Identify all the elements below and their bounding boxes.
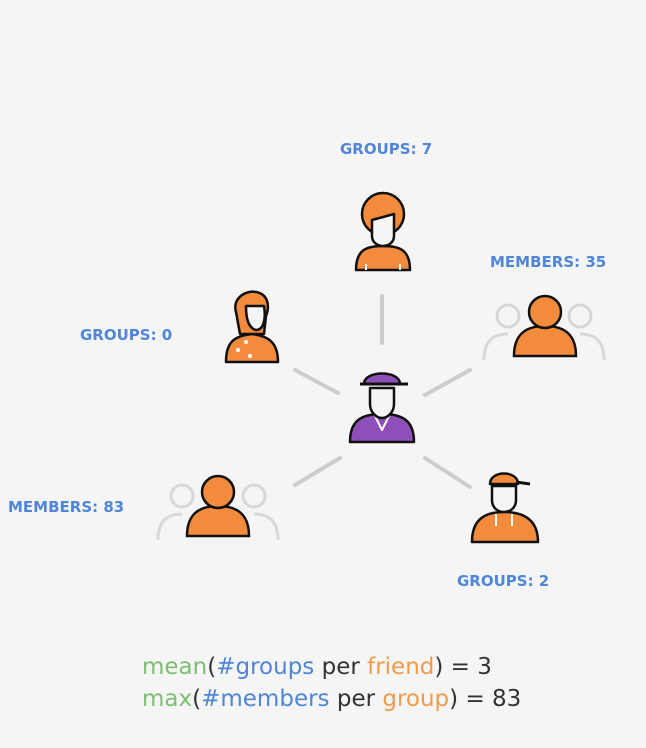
person-with-cap-icon xyxy=(470,472,540,544)
formula-entity-friend: friend xyxy=(367,654,435,680)
formula-stat-members: #members xyxy=(201,686,330,712)
edge-lower-right xyxy=(423,456,472,489)
formula-line-mean: mean(#groups per friend) = 3 xyxy=(142,654,492,680)
formula-stat-groups: #groups xyxy=(216,654,315,680)
formula-line-max: max(#members per group) = 83 xyxy=(142,686,521,712)
formula-open-paren: ( xyxy=(207,654,217,680)
label-upper-left-groups: GROUPS: 0 xyxy=(80,326,173,344)
formula-entity-group: group xyxy=(382,686,450,712)
edges xyxy=(293,294,472,489)
edge-upper-right xyxy=(423,368,472,397)
user-with-hat-icon xyxy=(348,372,416,444)
formula-value-max: 83 xyxy=(492,686,522,712)
formula-per: per xyxy=(329,686,383,712)
woman-icon xyxy=(224,290,280,364)
edge-lower-left xyxy=(293,456,342,487)
formula-per: per xyxy=(314,654,368,680)
group-icon xyxy=(482,294,606,361)
label-upper-right-members: MEMBERS: 35 xyxy=(490,253,607,271)
formula-fn-max: max xyxy=(142,686,193,712)
formula-close-eq: ) = xyxy=(434,654,478,680)
group-icon xyxy=(156,474,280,541)
edge-upper-left xyxy=(293,368,340,395)
label-lower-right-groups: GROUPS: 2 xyxy=(457,572,550,590)
formula-value-mean: 3 xyxy=(477,654,492,680)
label-lower-left-members: MEMBERS: 83 xyxy=(8,498,125,516)
person-icon xyxy=(354,191,412,272)
label-top-groups: GROUPS: 7 xyxy=(340,140,433,158)
formula-open-paren: ( xyxy=(192,686,202,712)
formula-close-eq: ) = xyxy=(449,686,493,712)
formula-fn-mean: mean xyxy=(142,654,208,680)
